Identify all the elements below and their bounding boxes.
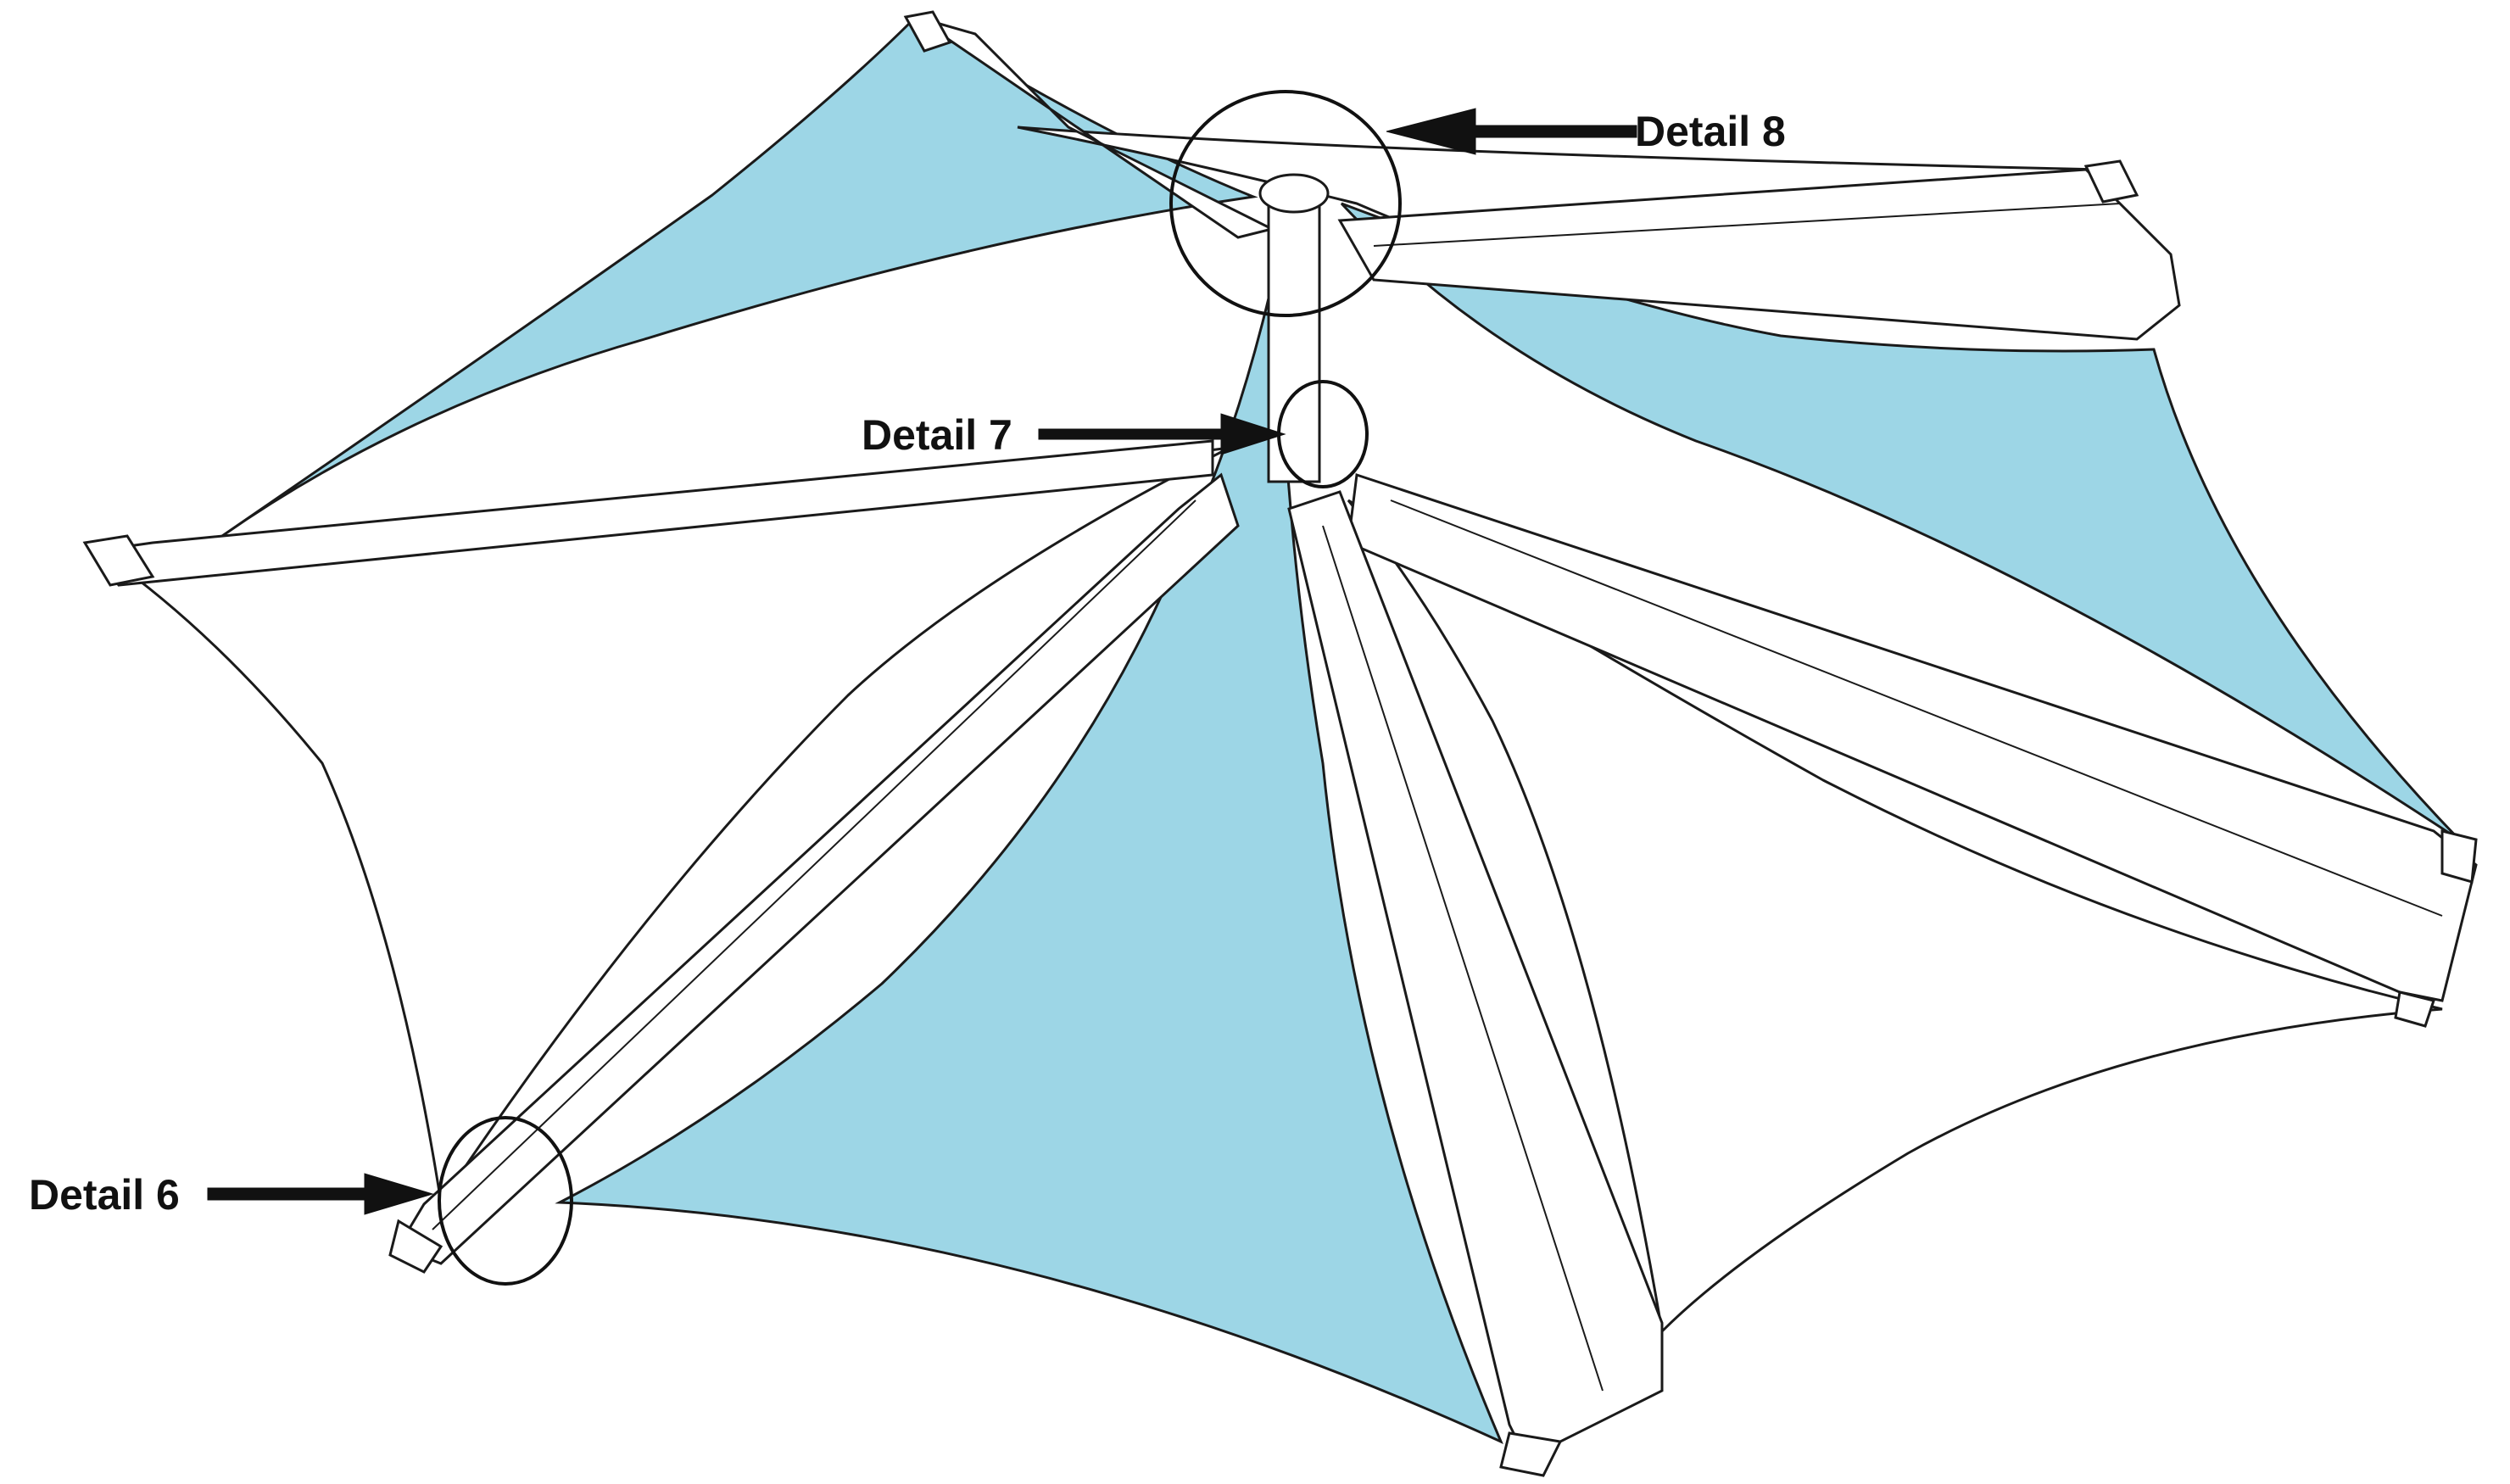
- clamp-lower-right: [2394, 990, 2435, 1028]
- detail-6-arrow-head: [364, 1173, 434, 1215]
- clamp-upper-right: [2083, 159, 2139, 204]
- detail-6-arrow-shaft: [207, 1187, 378, 1201]
- clamp-left: [82, 534, 155, 587]
- fabric-panel-lower-right: [1347, 499, 2443, 1335]
- arm-bottom: [1287, 490, 1664, 1461]
- fabric-panel-bottom: [555, 254, 1503, 1444]
- detail-6-label: Detail 6: [29, 1171, 180, 1219]
- clamp-top-left: [903, 10, 952, 53]
- fabric-panel-top: [221, 17, 1258, 538]
- clamp-bottom: [1499, 1431, 1563, 1477]
- detail-7-arrow-shaft: [1038, 428, 1243, 440]
- detail-8-label: Detail 8: [1635, 108, 1786, 155]
- arm-top-left: [915, 15, 1276, 239]
- callout-arrows: [207, 108, 1637, 1215]
- detail-8-arrow-head: [1386, 108, 1476, 155]
- detail-6-circle: [438, 1116, 573, 1286]
- corner-clamps: [82, 10, 2478, 1477]
- fabric-shaded-panels: [221, 17, 2461, 1444]
- clamp-lower-left: [388, 1219, 443, 1274]
- detail-8-arrow-shaft: [1458, 125, 1637, 138]
- detail-7-arrow-head: [1220, 413, 1286, 455]
- callout-circles: [438, 90, 1402, 1286]
- detail-7-label: Detail 7: [862, 411, 1012, 459]
- detail-8-circle: [1169, 90, 1402, 317]
- fabric-panel-right: [1340, 202, 2461, 841]
- structural-arms: [91, 15, 2478, 1461]
- mast-cap: [1258, 173, 1330, 214]
- clamp-right: [2440, 829, 2478, 884]
- mast-column: [1267, 192, 1321, 483]
